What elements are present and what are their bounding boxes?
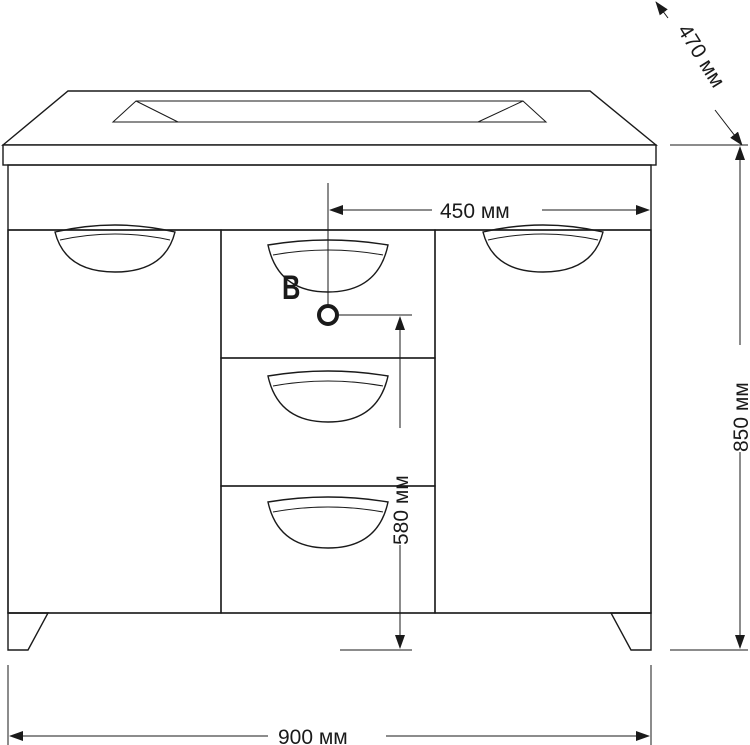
drawer-bottom — [220, 485, 436, 614]
left-door-handle — [54, 224, 176, 273]
height-label: 850 мм — [730, 382, 750, 452]
legs — [7, 612, 652, 651]
drain-marker-label: B — [282, 270, 300, 307]
drain-height-label: 580 мм — [390, 475, 413, 545]
handles — [54, 224, 604, 549]
countertop — [1, 90, 658, 166]
width-label: 900 мм — [278, 726, 348, 745]
height-dimension: 850 мм — [670, 144, 750, 651]
drain-offset-label: 450 мм — [440, 200, 510, 223]
drawer-top-handle — [267, 239, 389, 293]
cabinet-body — [7, 164, 652, 614]
drawer-bottom-handle — [267, 496, 389, 549]
depth-label: 470 мм — [673, 20, 729, 91]
drain-circle — [317, 304, 339, 326]
right-door — [434, 229, 652, 614]
right-door-handle — [482, 224, 604, 273]
drawer-middle-handle — [267, 370, 389, 423]
drain-offset-dimension: 450 мм — [329, 165, 652, 223]
drain-point: B — [282, 183, 412, 326]
width-dimension: 900 мм — [7, 665, 652, 745]
left-door — [7, 229, 222, 614]
drain-height-dimension: 580 мм — [340, 316, 413, 651]
depth-dimension: 470 мм — [655, 1, 743, 146]
